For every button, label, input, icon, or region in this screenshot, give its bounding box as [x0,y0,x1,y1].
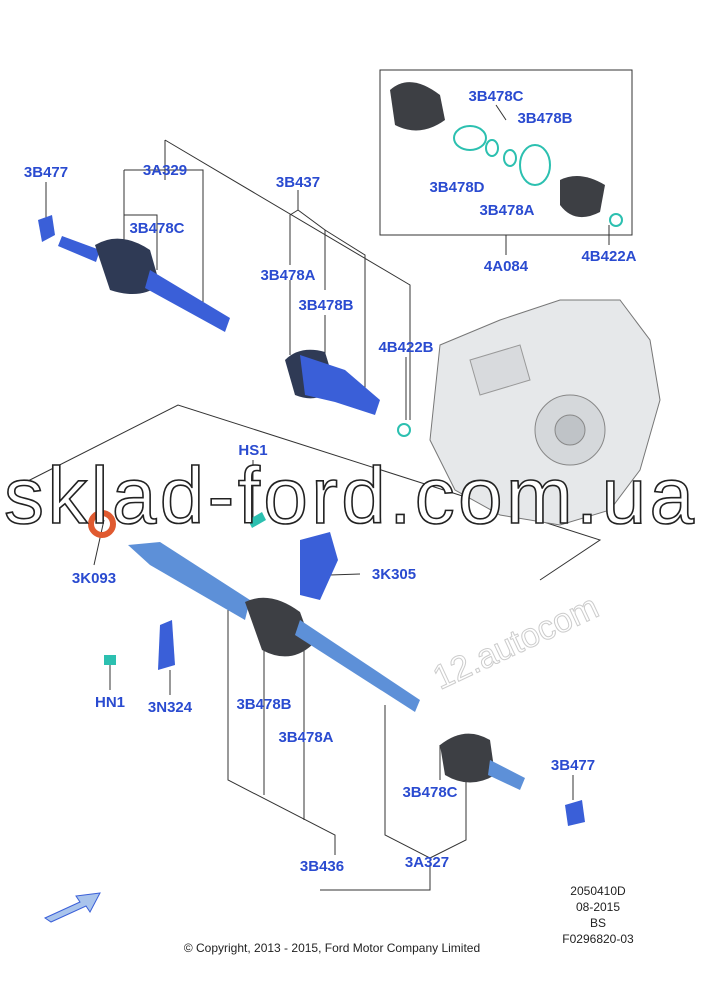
info-date: 08-2015 [576,900,620,914]
watermark-secondary: 12.autocom [427,588,604,698]
label-inset-3B478B: 3B478B [517,110,572,127]
label-3K093: 3K093 [72,570,116,587]
info-code: 2050410D [570,884,626,898]
bolt-HS1 [248,512,266,528]
label-3B478A-top: 3B478A [260,267,315,284]
label-3B477-top: 3B477 [24,164,68,181]
label-3N324: 3N324 [148,699,193,716]
label-3B478C-top: 3B478C [129,220,184,237]
label-inset-3B478D: 3B478D [429,179,484,196]
transmission-housing [429,299,661,526]
label-3A327: 3A327 [405,854,449,871]
oring-3K093 [88,510,116,538]
label-HS1: HS1 [238,442,267,459]
label-HN1: HN1 [95,694,125,711]
label-3B437: 3B437 [276,174,320,191]
label-3B478B-bottom: 3B478B [236,696,291,713]
label-4B422A: 4B422A [581,248,636,265]
watermark: sklad-ford.com.ua [4,451,695,540]
copyright: © Copyright, 2013 - 2015, Ford Motor Com… [184,941,480,955]
nut-3B477-top [38,215,55,242]
label-3K305: 3K305 [372,566,416,583]
nut-3B477-bottom [565,800,585,826]
upper-driveshaft [38,215,411,437]
lower-driveshaft [88,510,585,826]
nut-HN1 [104,655,116,665]
label-4A084: 4A084 [484,258,529,275]
diagram-info: 2050410D 08-2015 BS F0296820-03 [562,884,634,946]
bracket-3K305 [300,532,338,600]
part-labels: 3B477 3A329 3B437 3B478C 3B478A 3B478B 4… [24,88,637,875]
label-3B478C-bottom: 3B478C [402,784,457,801]
info-region: BS [590,916,606,930]
info-figure: F0296820-03 [562,932,634,946]
label-4B422B: 4B422B [378,339,433,356]
label-inset-3B478A: 3B478A [479,202,534,219]
leader-lines-bottom [19,404,602,891]
leader-lines-top [45,104,610,420]
clamp-3N324 [158,620,175,670]
front-direction-arrow-icon [43,892,101,923]
label-3A329: 3A329 [143,162,187,179]
inset-parts [390,82,623,227]
label-3B436: 3B436 [300,858,344,875]
label-3B478A-bottom: 3B478A [278,729,333,746]
label-3B477-bottom: 3B477 [551,757,595,774]
label-3B478B-top: 3B478B [298,297,353,314]
label-inset-3B478C: 3B478C [468,88,523,105]
